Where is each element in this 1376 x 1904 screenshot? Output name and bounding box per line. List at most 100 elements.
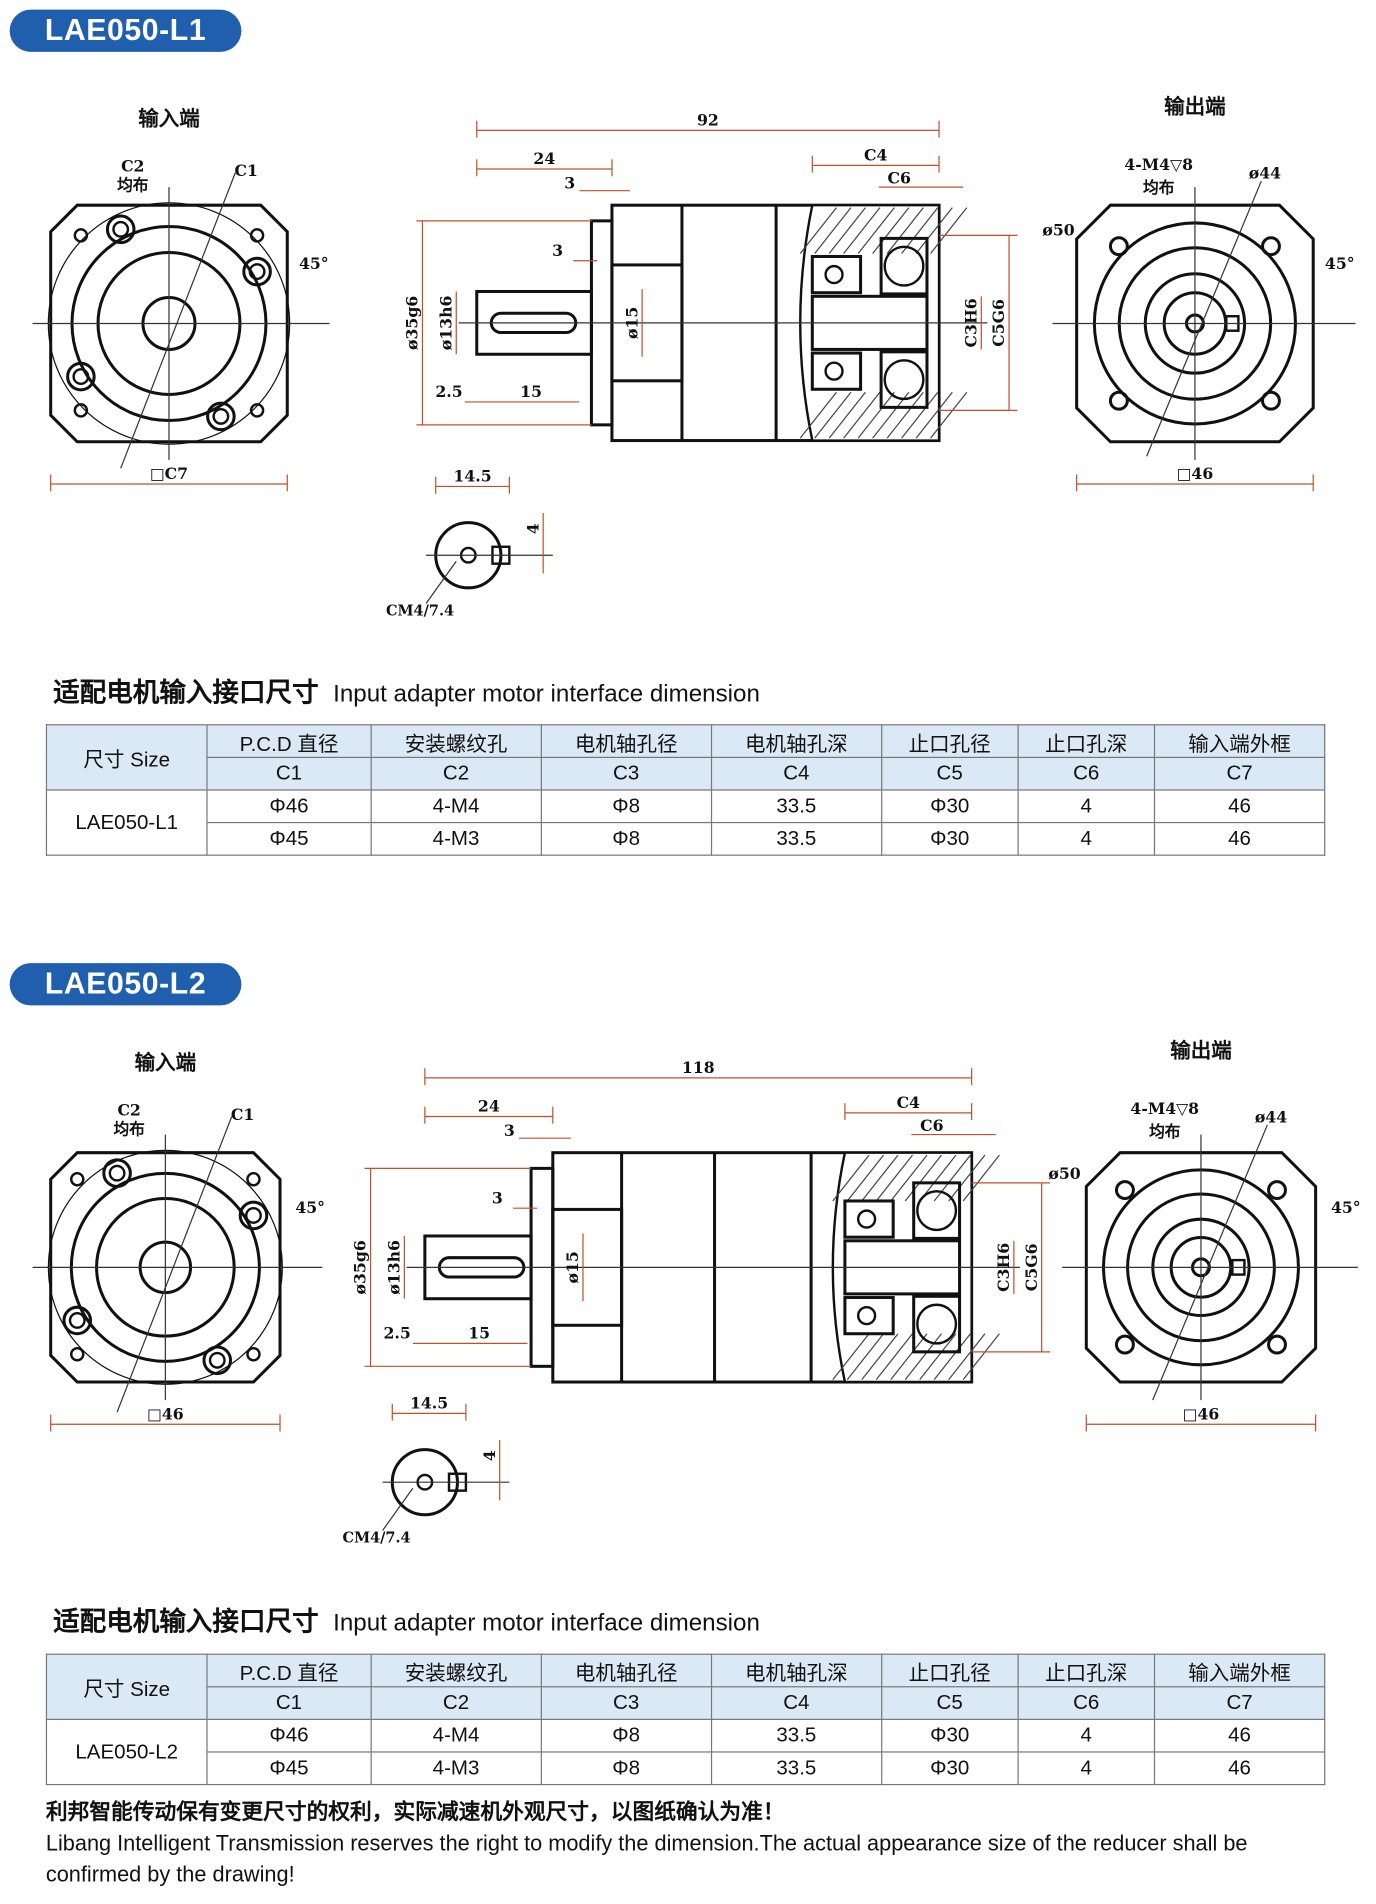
output-mount-hole [1267, 1180, 1287, 1201]
column-header: P.C.D 直径 [206, 1653, 372, 1688]
dimension-label: ø50 [1048, 1164, 1080, 1183]
bearing [912, 1181, 962, 1240]
dimension-label: ø15 [622, 307, 641, 339]
size-header: 尺寸 Size [45, 724, 208, 791]
column-header: 止口孔深 [1017, 724, 1156, 758]
leader-line [1152, 1124, 1268, 1401]
mount-hole-small [246, 1347, 261, 1362]
dimension-label: C6 [888, 168, 911, 187]
table-cell: 46 [1153, 821, 1326, 856]
disclaimer-en: Libang Intelligent Transmission reserves… [45, 1831, 1248, 1887]
bearing-ball [856, 1209, 877, 1229]
mount-hole [68, 1312, 86, 1329]
dimension-label: C2 [117, 1100, 140, 1119]
column-header: 安装螺纹孔 [370, 724, 542, 758]
table-cell: Φ46 [206, 789, 372, 824]
column-header: 安装螺纹孔 [370, 1653, 542, 1688]
output-mount-hole [1108, 390, 1129, 411]
dimension-label: 均布 [117, 176, 149, 195]
bearing [912, 1294, 962, 1354]
table-cell: Φ45 [206, 1751, 372, 1786]
table-cell: Φ30 [880, 1751, 1019, 1786]
table-cell: Φ8 [540, 789, 712, 824]
hatch-line [890, 1154, 928, 1202]
input-end-label: 输入端 [135, 1050, 196, 1074]
bearing-small [843, 1296, 895, 1336]
hatch-line [814, 391, 852, 439]
hatch-line [875, 1333, 913, 1380]
table-cell: 4 [1017, 789, 1156, 824]
dimension-label: ø13h6 [436, 295, 455, 350]
column-header: 止口孔深 [1017, 1653, 1156, 1688]
mount-hole [245, 1207, 262, 1224]
dimension-label: □46 [1177, 464, 1214, 483]
dimension-label: 118 [682, 1058, 715, 1077]
dimension-label: C6 [920, 1116, 943, 1135]
dimension-label: 92 [697, 111, 719, 130]
hatch-line [904, 1154, 942, 1202]
mount-hole [248, 263, 266, 281]
table-cell: 33.5 [710, 1718, 883, 1753]
bearing-ball [824, 361, 844, 381]
hatch-line [814, 207, 852, 254]
bearing-small [810, 254, 863, 295]
hatch-line [875, 1154, 913, 1202]
hatch-line [901, 391, 939, 439]
column-code: C4 [710, 756, 883, 791]
table-cell: 46 [1153, 1751, 1326, 1786]
output-mount-hole [1267, 1334, 1287, 1355]
table-cell: Φ46 [206, 1718, 372, 1753]
mount-hole [238, 1200, 269, 1231]
column-code: C1 [206, 1686, 372, 1720]
mount-hole [66, 361, 96, 392]
column-code: C3 [540, 1686, 712, 1720]
column-header: 止口孔径 [880, 724, 1019, 758]
output-mount-hole [1108, 236, 1129, 257]
dimension-label: C4 [897, 1093, 920, 1112]
hatch-line [890, 1333, 928, 1380]
mount-hole [112, 220, 130, 238]
dimension-label: 3 [492, 1188, 503, 1207]
hatch-line [861, 1333, 899, 1380]
dimension-label: □46 [1183, 1404, 1220, 1423]
leader-line [425, 560, 457, 604]
output-end-label: 输出端 [1170, 1038, 1232, 1062]
mount-hole [206, 401, 236, 432]
hatch-line [799, 207, 837, 254]
dimension-label: C5G6 [989, 299, 1008, 347]
hatch-line [861, 1154, 899, 1202]
mount-hole [105, 214, 136, 245]
dimension-label: 2.5 [383, 1324, 410, 1343]
dimension-label: 14.5 [453, 467, 491, 486]
mount-hole [62, 1305, 93, 1336]
column-header: 止口孔径 [880, 1653, 1019, 1688]
hatch-line [886, 207, 924, 254]
dimension-label: C3H6 [961, 298, 980, 347]
bearing-ball [883, 245, 925, 287]
dimension-label: ø35g6 [403, 296, 422, 350]
column-code: C3 [540, 756, 712, 791]
output-flange-outline [1084, 1151, 1318, 1384]
model-cell: LAE050-L1 [45, 789, 208, 856]
table-cell: 4 [1017, 821, 1156, 856]
bearing-ball [824, 264, 844, 285]
hatch-line [828, 391, 866, 439]
table-cell: 33.5 [710, 1751, 883, 1786]
size-header: 尺寸 Size [45, 1653, 208, 1720]
hatch-line [857, 391, 895, 439]
bearing-ball [916, 1303, 958, 1345]
dimension-label: 2.5 [435, 382, 462, 401]
hatch-line [962, 1333, 1000, 1380]
mount-hole-small [70, 1347, 85, 1362]
output-end-label: 输出端 [1164, 94, 1226, 118]
mount-hole-small [249, 403, 265, 418]
hatch-line [901, 207, 939, 254]
table-title-cn: 适配电机输入接口尺寸 [53, 1606, 319, 1637]
dimension-label: 14.5 [410, 1394, 448, 1413]
dimension-label: C5G6 [1022, 1243, 1041, 1291]
dimension-label: □46 [147, 1404, 184, 1423]
output-mount-hole [1261, 390, 1281, 411]
